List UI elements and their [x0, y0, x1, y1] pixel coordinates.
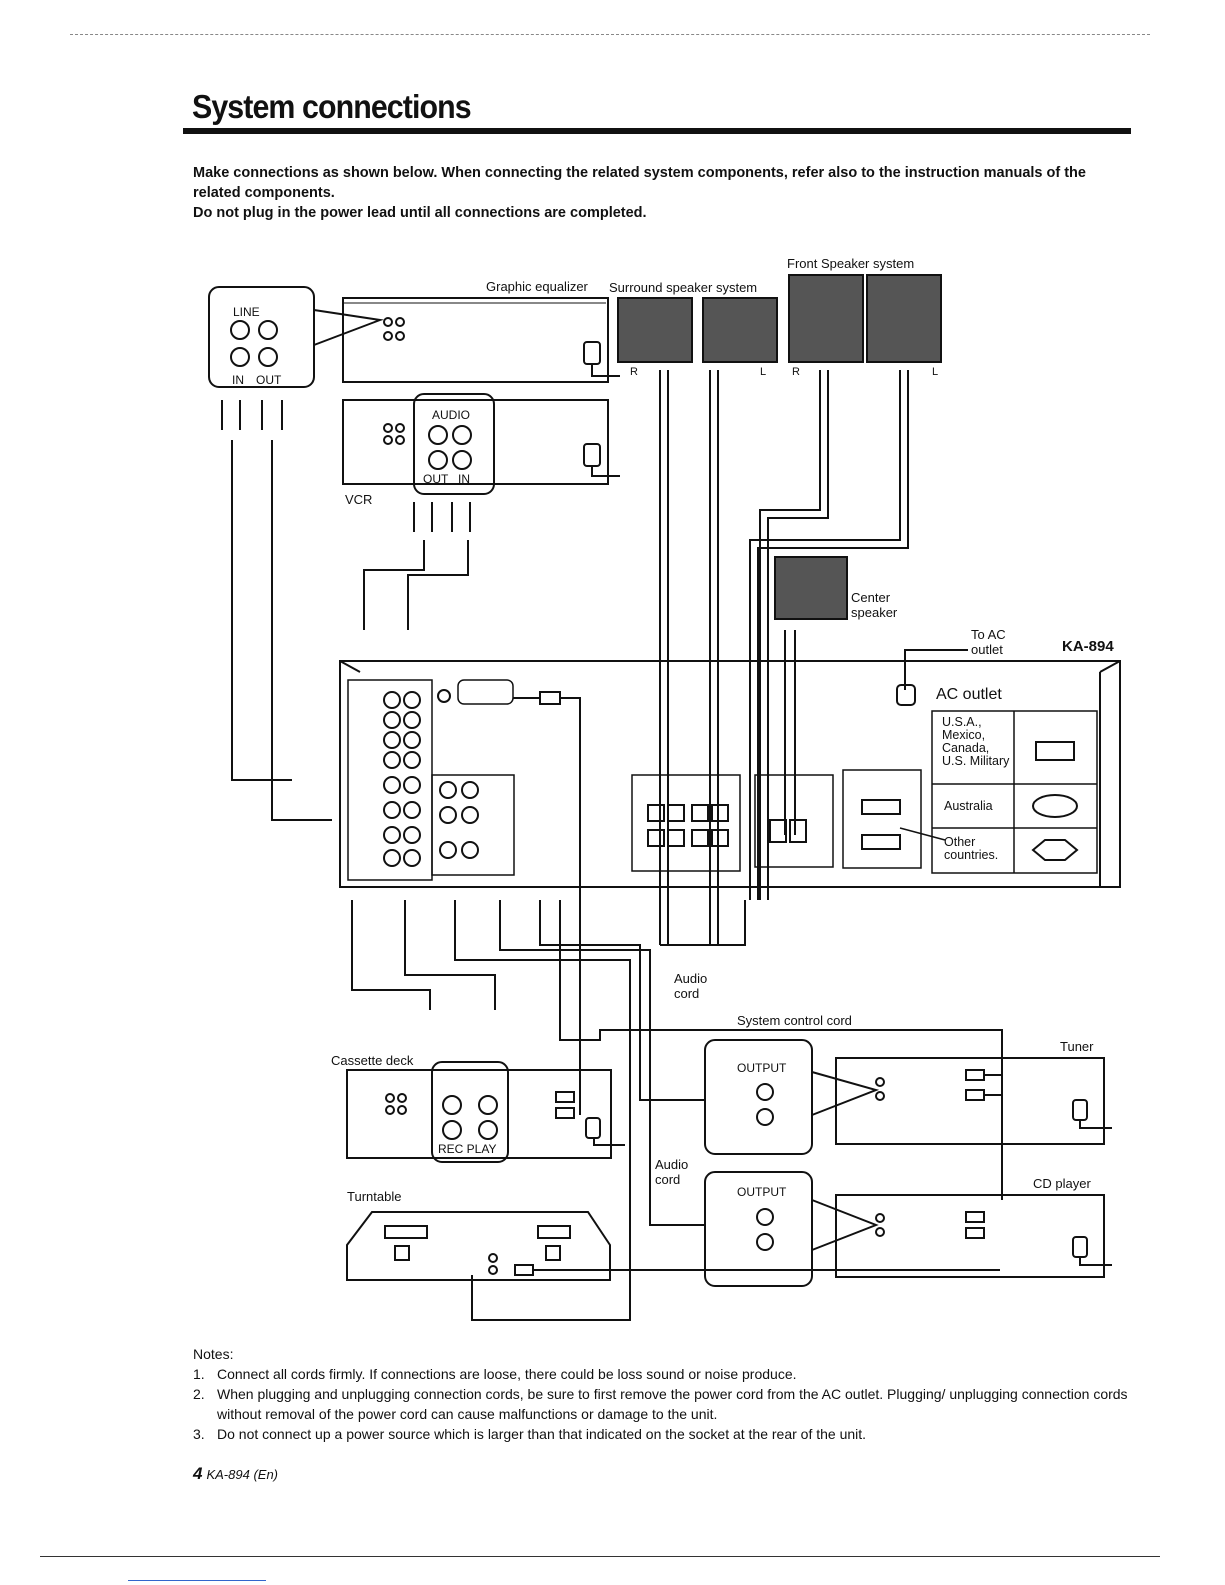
bottom-rule [40, 1556, 1160, 1557]
note-number: 2. [193, 1386, 205, 1402]
audio-cord-label-1b: cord [674, 986, 700, 1001]
front-speaker-l [866, 274, 942, 363]
note-item: 2. When plugging and unplugging connecti… [193, 1384, 1133, 1424]
ac-outlet-label: AC outlet [936, 686, 1002, 703]
link-underline [128, 1580, 266, 1581]
tuner-label: Tuner [1060, 1039, 1094, 1054]
audio-cord-label-2a: Audio [655, 1157, 689, 1172]
turntable-label: Turntable [347, 1189, 402, 1204]
note-text: Do not connect up a power source which i… [217, 1426, 867, 1442]
cd-player-label: CD player [1033, 1176, 1091, 1191]
surround-speaker-label: Surround speaker system [609, 280, 758, 295]
vcr-out-label: OUT [423, 472, 449, 486]
front-speaker-label: Front Speaker system [787, 256, 915, 271]
page-title: System connections [192, 88, 472, 125]
front-speaker-r [788, 274, 864, 363]
surround-l-marker: L [760, 366, 767, 378]
line-out-label: OUT [256, 373, 282, 387]
tuner-output-label: OUTPUT [737, 1061, 787, 1075]
model-label: KA-894 [1062, 638, 1114, 655]
surround-r-marker: R [630, 366, 638, 378]
vcr-audio-label: AUDIO [432, 408, 471, 422]
vcr-label: VCR [345, 492, 373, 507]
cassette-deck-label: Cassette deck [331, 1053, 414, 1068]
intro-line-1: Make connections as shown below. When co… [193, 165, 1086, 201]
note-item: 3. Do not connect up a power source whic… [193, 1424, 1133, 1444]
to-ac-label-1: To AC [971, 627, 1006, 642]
note-text: Connect all cords firmly. If connections… [217, 1366, 797, 1382]
top-dashed-rule [70, 34, 1150, 35]
center-speaker-label-1: Center [851, 590, 891, 605]
note-item: 1. Connect all cords firmly. If connecti… [193, 1364, 1133, 1384]
note-text: When plugging and unplugging connection … [217, 1386, 1128, 1422]
vcr-unit [342, 399, 609, 485]
vcr-audio-callout [413, 393, 495, 495]
cassette-rec-play-callout [431, 1061, 509, 1163]
cd-output-callout [704, 1171, 813, 1287]
to-ac-label-2: outlet [971, 642, 1003, 657]
tuner-output-callout [704, 1039, 813, 1155]
front-r-marker: R [792, 366, 800, 378]
page-number: 4 [193, 1464, 203, 1483]
notes-section: Notes: 1. Connect all cords firmly. If c… [193, 1344, 1133, 1444]
cd-player-unit [835, 1194, 1105, 1278]
turntable-unit [346, 1211, 611, 1281]
notes-heading: Notes: [193, 1346, 234, 1362]
ac-region-3: Other countries. [944, 835, 999, 862]
intro-text: Make connections as shown below. When co… [193, 163, 1133, 223]
amplifier-rear-panel [339, 660, 1121, 888]
intro-line-2: Do not plug in the power lead until all … [193, 205, 647, 221]
center-speaker [774, 556, 848, 620]
vcr-in-label: IN [458, 472, 470, 486]
center-speaker-label-2: speaker [851, 605, 898, 620]
graphic-equalizer-unit [342, 297, 609, 383]
system-control-cord-label: System control cord [737, 1013, 852, 1028]
audio-cord-label-2b: cord [655, 1172, 681, 1187]
note-number: 3. [193, 1426, 205, 1442]
surround-speaker-l [702, 297, 778, 363]
tuner-unit [835, 1057, 1105, 1145]
surround-speaker-r [617, 297, 693, 363]
line-callout [208, 286, 315, 388]
title-rule [183, 128, 1131, 134]
audio-cord-label-1a: Audio [674, 971, 708, 986]
doc-code: KA-894 (En) [206, 1467, 279, 1482]
rec-play-label: REC PLAY [438, 1142, 497, 1156]
cassette-deck-unit [346, 1069, 612, 1159]
ac-region-2: Australia [944, 799, 993, 813]
ac-region-1: U.S.A., Mexico, Canada, U.S. Military [942, 715, 1010, 768]
front-l-marker: L [932, 366, 939, 378]
line-in-label: IN [232, 373, 244, 387]
note-number: 1. [193, 1366, 205, 1382]
line-label: LINE [233, 305, 260, 319]
cd-output-label: OUTPUT [737, 1185, 787, 1199]
graphic-equalizer-label: Graphic equalizer [486, 279, 588, 294]
